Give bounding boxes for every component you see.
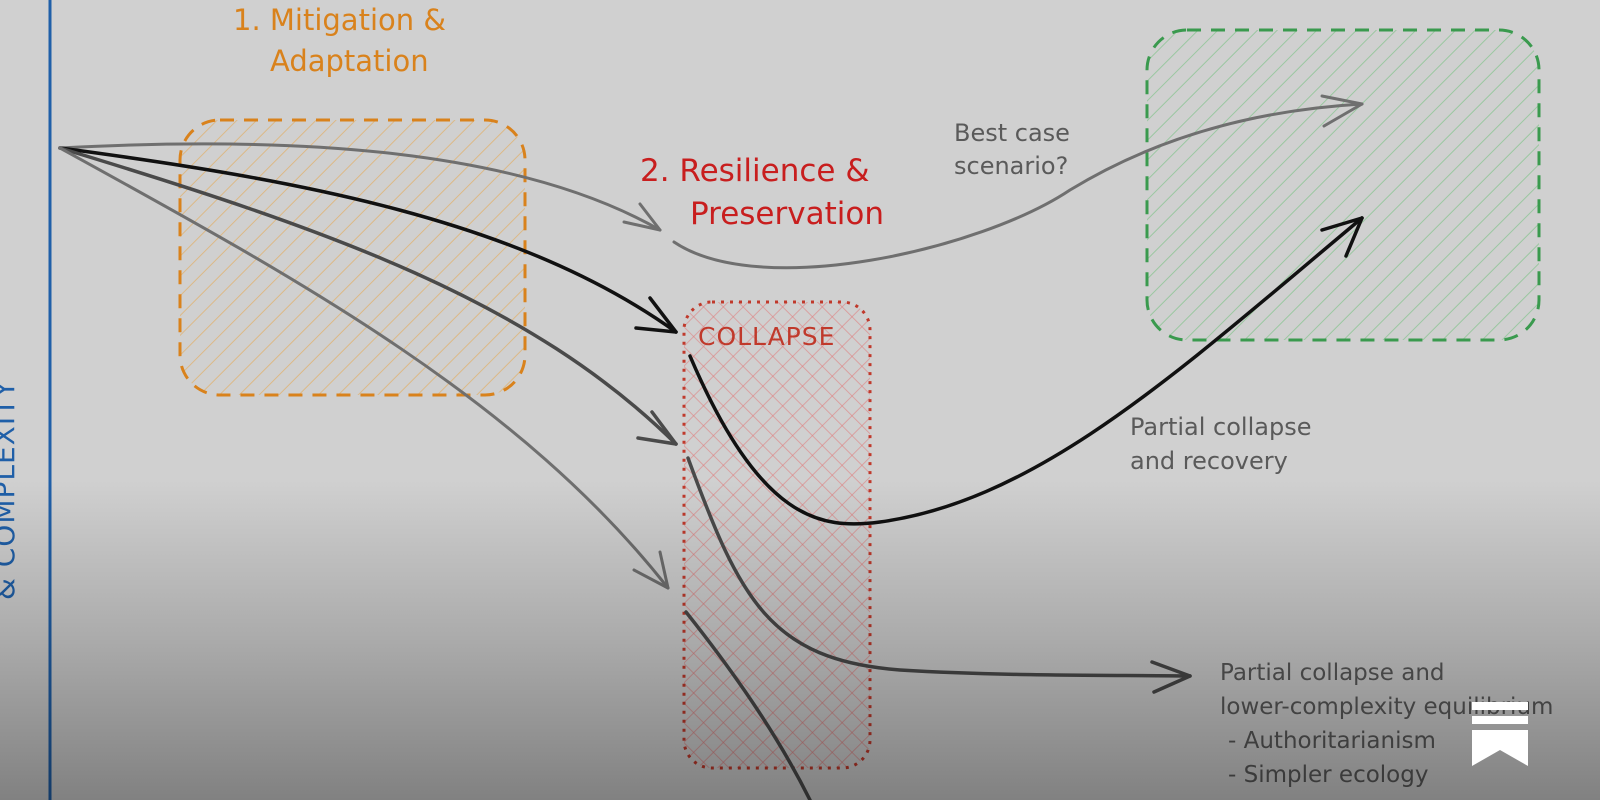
arrow-best-case xyxy=(672,94,1364,270)
arrow-partial-equilibrium xyxy=(686,456,1192,694)
resilience-label-line2: Preservation xyxy=(690,196,884,232)
partial-equilibrium-label-line4: - Simpler ecology xyxy=(1228,762,1428,788)
axis-label: & COMPLEXITY xyxy=(0,380,21,600)
bookmark-icon[interactable] xyxy=(1472,702,1528,766)
partial-equilibrium-label-line1: Partial collapse and xyxy=(1220,660,1445,686)
collapse-label: COLLAPSE xyxy=(698,322,835,351)
best-case-label-line1: Best case xyxy=(954,119,1070,147)
arrow-to-resilience xyxy=(58,142,662,232)
best-case-region xyxy=(1145,28,1541,342)
best-case-label-line2: scenario? xyxy=(954,152,1068,180)
arrow-to-collapse-dark xyxy=(58,146,678,334)
collapse-region xyxy=(682,300,872,770)
arrow-downward xyxy=(684,610,812,800)
mitigation-region xyxy=(178,118,527,397)
resilience-label-line1: 2. Resilience & xyxy=(640,153,870,189)
arrow-to-collapse-middle xyxy=(58,146,678,446)
arrow-partial-recovery xyxy=(688,216,1364,526)
arrow-to-collapse-lower xyxy=(58,146,670,590)
mitigation-label-line2: Adaptation xyxy=(270,44,429,78)
mitigation-label-line1: 1. Mitigation & xyxy=(233,3,446,37)
partial-recovery-label-line2: and recovery xyxy=(1130,447,1288,475)
partial-recovery-label-line1: Partial collapse xyxy=(1130,413,1311,441)
partial-equilibrium-label-line3: - Authoritarianism xyxy=(1228,728,1436,754)
